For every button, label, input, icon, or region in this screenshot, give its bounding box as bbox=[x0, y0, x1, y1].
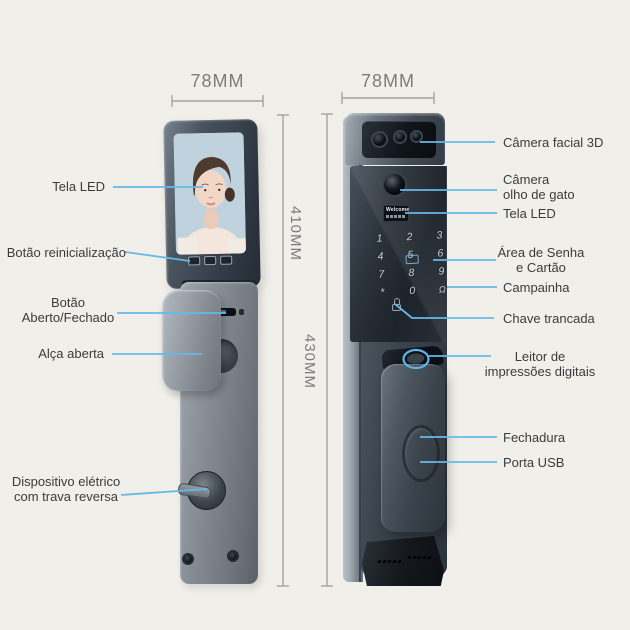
exterior-handle bbox=[381, 340, 447, 552]
label-chave-trancada: Chave trancada bbox=[503, 311, 595, 326]
depth-camera-lens-icon bbox=[410, 130, 423, 143]
label-tela-led-left: Tela LED bbox=[52, 179, 105, 194]
peephole-camera bbox=[382, 172, 407, 197]
exterior-lock-unit: Welcome 1 2 3 4 5 6 7 8 9 * 0 Ω bbox=[336, 112, 466, 592]
label-leitor-digitais: Leitor de impressões digitais bbox=[484, 349, 596, 379]
screen-button-row bbox=[188, 255, 233, 266]
screen-button-3 bbox=[220, 255, 233, 265]
dimension-height-430: 430MM bbox=[301, 334, 318, 390]
side-seam bbox=[359, 116, 361, 582]
face-camera-lens-icon bbox=[371, 131, 388, 148]
key-2: 2 bbox=[406, 230, 413, 244]
dimension-height-410: 410MM bbox=[287, 206, 304, 262]
label-alca-aberta: Alça aberta bbox=[38, 346, 104, 361]
camera-head-module bbox=[345, 113, 445, 165]
label-camera-facial: Câmera facial 3D bbox=[503, 135, 604, 150]
interior-lock-unit bbox=[158, 112, 270, 592]
speaker-grill-right bbox=[407, 556, 432, 559]
switch-indicator bbox=[221, 310, 226, 314]
label-tela-led-right: Tela LED bbox=[503, 206, 556, 221]
reset-button bbox=[204, 255, 217, 266]
label-dispositivo-eletrico: Dispositivo elétrico com trava reversa bbox=[11, 474, 121, 504]
switch-dot bbox=[239, 309, 244, 315]
label-fechadura: Fechadura bbox=[503, 430, 566, 445]
password-keypad: 1 2 3 4 5 6 7 8 9 * 0 Ω bbox=[364, 226, 458, 307]
led-display-screen bbox=[173, 132, 247, 255]
open-close-switch bbox=[219, 308, 236, 316]
reverse-lock-thumbturn bbox=[177, 471, 226, 510]
camera-glass-panel bbox=[362, 121, 436, 158]
mount-screw-right bbox=[227, 550, 239, 562]
dimension-width-left: 78MM bbox=[190, 71, 245, 91]
led-screen-text: Welcome bbox=[386, 207, 410, 213]
label-porta-usb: Porta USB bbox=[503, 455, 565, 470]
lock-shackle bbox=[393, 298, 400, 304]
lock-body bbox=[392, 304, 401, 311]
dimension-width-right: 78MM bbox=[360, 71, 415, 91]
visitor-portrait bbox=[173, 132, 247, 255]
locked-key-icon bbox=[392, 298, 401, 311]
key-6: 6 bbox=[437, 247, 444, 260]
handle-front-face bbox=[381, 364, 445, 532]
key-7: 7 bbox=[378, 268, 385, 281]
screen-button-1 bbox=[188, 256, 201, 266]
card-reader-icon bbox=[405, 254, 419, 265]
led-status-icons bbox=[386, 215, 406, 218]
label-campainha: Campainha bbox=[503, 280, 570, 295]
label-botao-reinicializacao: Botão reinicialização bbox=[6, 245, 126, 260]
mount-screw-left bbox=[182, 553, 194, 565]
key-9: 9 bbox=[438, 265, 445, 278]
status-led-screen: Welcome bbox=[383, 205, 409, 222]
label-area-senha: Área de Senha e Cartão bbox=[497, 245, 585, 275]
key-0: 0 bbox=[409, 284, 416, 298]
key-1: 1 bbox=[376, 232, 383, 245]
ir-camera-lens-icon bbox=[393, 130, 407, 144]
interior-display-module bbox=[163, 119, 261, 289]
label-camera-olho: Câmera olho de gato bbox=[503, 172, 575, 202]
label-botao-aberto-fechado: Botão Aberto/Fechado bbox=[21, 295, 115, 325]
portrait-hair bbox=[193, 157, 231, 196]
speaker-grill-left bbox=[377, 560, 402, 563]
interior-handle bbox=[162, 290, 221, 391]
key-4: 4 bbox=[377, 250, 384, 263]
doorbell-key-icon: Ω bbox=[438, 284, 446, 295]
keyhole-usb-cover bbox=[402, 425, 440, 482]
key-3: 3 bbox=[436, 229, 443, 242]
key-star: * bbox=[379, 286, 385, 299]
bottom-speaker-section bbox=[362, 536, 444, 586]
portrait-face bbox=[195, 170, 227, 209]
key-8: 8 bbox=[408, 266, 415, 280]
